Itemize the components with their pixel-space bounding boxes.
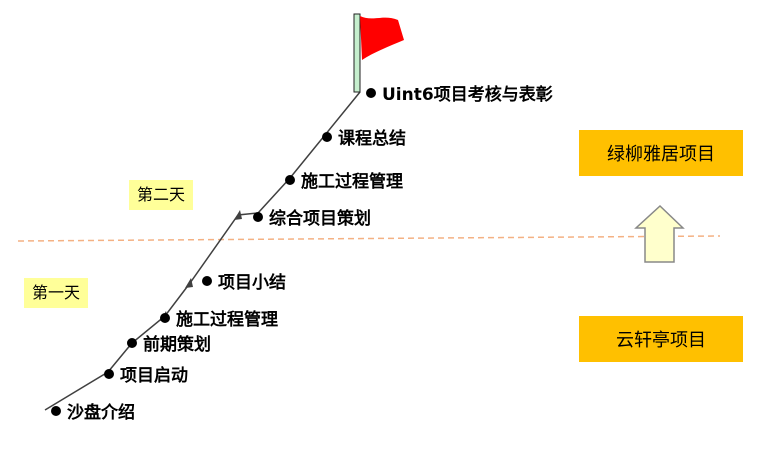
- step-project-summary: 项目小结: [202, 268, 286, 293]
- bullet-dot: [160, 312, 170, 323]
- step-label: 课程总结: [338, 129, 406, 149]
- step-label: 施工过程管理: [301, 172, 403, 192]
- bullet-dot: [285, 174, 295, 185]
- step-preliminary-planning: 前期策划: [127, 330, 211, 355]
- step-label: 综合项目策划: [269, 209, 371, 229]
- day-one-label: 第一天: [24, 278, 89, 308]
- step-label: 前期策划: [143, 335, 211, 355]
- step-course-summary: 课程总结: [322, 124, 406, 149]
- step-project-kickoff: 项目启动: [104, 361, 188, 386]
- project-box-upper: 绿柳雅居项目: [579, 130, 743, 176]
- day-divider-line: [17, 235, 721, 242]
- bullet-dot: [253, 211, 263, 222]
- bullet-dot: [104, 368, 114, 379]
- project-box-lower: 云轩亭项目: [579, 316, 743, 362]
- progress-path: [44, 91, 361, 411]
- step-label: 项目启动: [120, 366, 188, 386]
- flag-icon: [360, 16, 404, 60]
- bullet-dot: [322, 131, 332, 142]
- path-arrowhead: [234, 210, 242, 220]
- step-sandtable-intro: 沙盘介绍: [51, 398, 135, 423]
- step-comprehensive-planning: 综合项目策划: [253, 204, 371, 229]
- step-label: 施工过程管理: [176, 310, 278, 330]
- bullet-dot: [51, 405, 61, 416]
- bullet-dot: [366, 87, 376, 98]
- step-label: 沙盘介绍: [67, 403, 135, 423]
- up-arrow-icon: [634, 204, 685, 263]
- step-label: 项目小结: [218, 273, 286, 293]
- step-unit6-assessment: Uint6项目考核与表彰: [366, 80, 553, 105]
- step-construction-management-1: 施工过程管理: [160, 305, 278, 330]
- bullet-dot: [202, 275, 212, 286]
- day-two-label: 第二天: [129, 180, 194, 210]
- step-construction-management-2: 施工过程管理: [285, 167, 403, 192]
- flag-pole: [353, 13, 361, 93]
- step-label: Uint6项目考核与表彰: [382, 85, 553, 105]
- path-arrowhead: [185, 278, 193, 288]
- bullet-dot: [127, 337, 137, 348]
